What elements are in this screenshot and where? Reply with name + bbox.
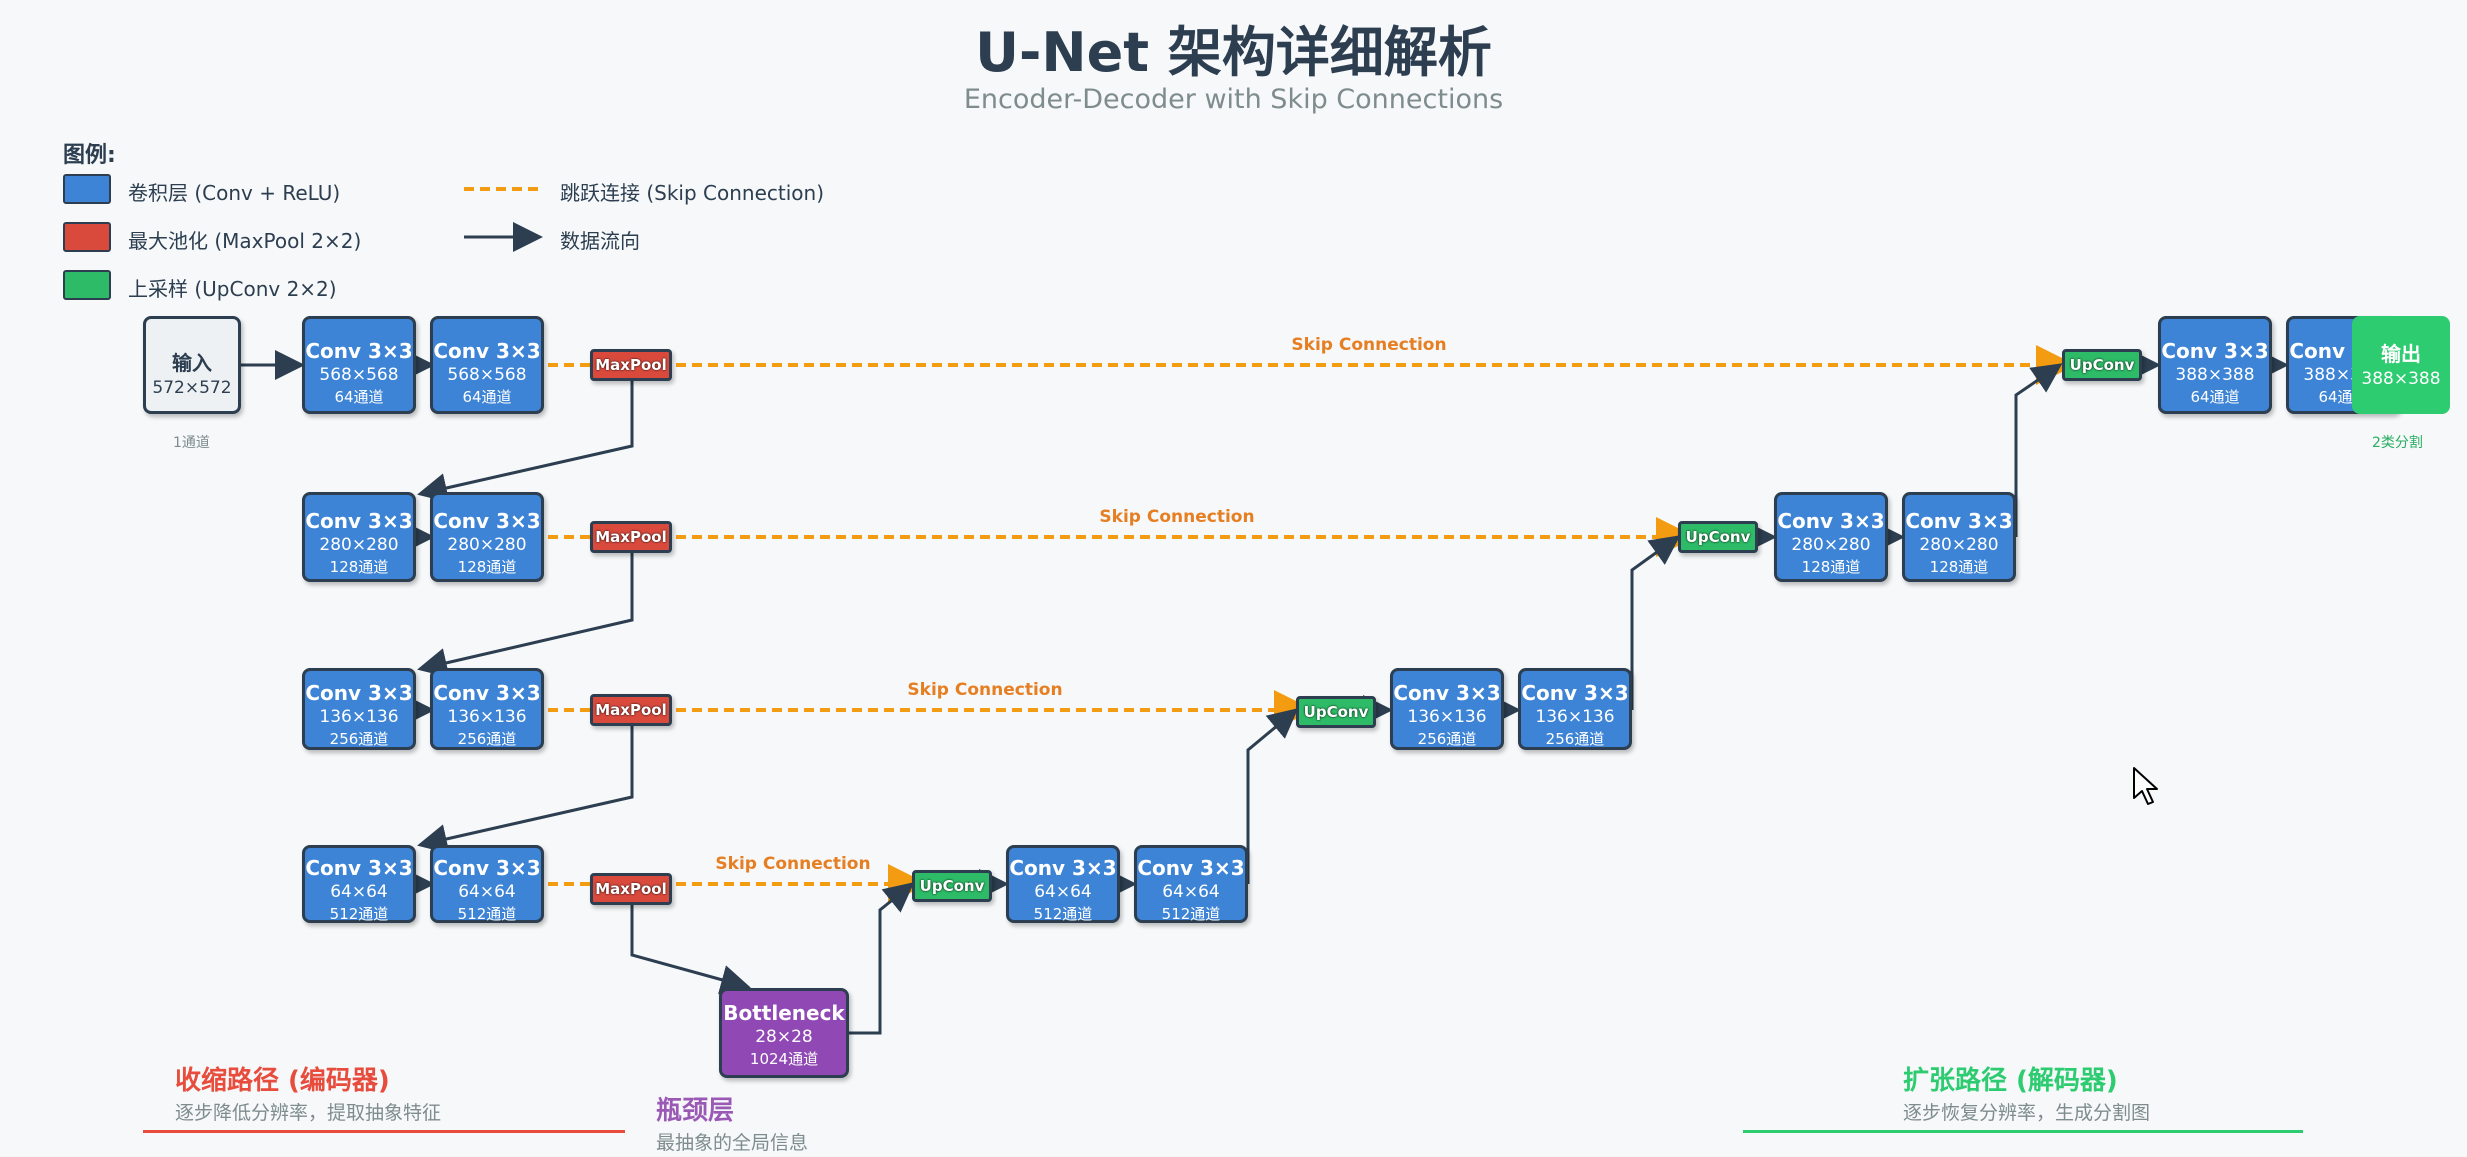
encoder-section-title: 收缩路径 (编码器) xyxy=(175,1066,390,1096)
encoder-section-underline xyxy=(143,1130,625,1133)
legend-skip-label: 跳跃连接 (Skip Connection) xyxy=(560,181,825,205)
page-subtitle: Encoder-Decoder with Skip Connections xyxy=(963,84,1504,115)
bottleneck-section-title: 瓶颈层 xyxy=(656,1096,735,1126)
skip-label-1: Skip Connection xyxy=(1291,335,1447,355)
maxpool-1: MaxPool xyxy=(590,349,672,381)
bottleneck-section-desc: 最抽象的全局信息 xyxy=(656,1132,809,1154)
output-block: 输出 388×388 xyxy=(2352,316,2450,414)
output-title: 输出 xyxy=(2381,342,2421,366)
input-size: 572×572 xyxy=(152,378,232,398)
legend-pool-swatch xyxy=(63,222,111,252)
input-channels-note: 1通道 xyxy=(173,435,210,451)
legend-flow-label: 数据流向 xyxy=(560,229,640,253)
legend-pool-label: 最大池化 (MaxPool 2×2) xyxy=(128,229,362,253)
skip-label-2: Skip Connection xyxy=(1099,507,1255,527)
upconv-4: UpConv xyxy=(912,870,992,902)
legend-up-swatch xyxy=(63,270,111,300)
decoder-section-title: 扩张路径 (解码器) xyxy=(1903,1066,2118,1096)
input-title: 输入 xyxy=(172,351,212,375)
upconv-3: UpConv xyxy=(1296,696,1376,728)
maxpool-4: MaxPool xyxy=(590,873,672,905)
legend-conv-swatch xyxy=(63,174,111,204)
page-title: U-Net 架构详细解析 xyxy=(975,21,1492,84)
legend-up-label: 上采样 (UpConv 2×2) xyxy=(128,277,337,301)
output-classes-note: 2类分割 xyxy=(2372,435,2423,451)
input-block: 输入 572×572 xyxy=(143,316,241,414)
decoder-section-underline xyxy=(1743,1130,2303,1133)
maxpool-3: MaxPool xyxy=(590,694,672,726)
legend-title: 图例: xyxy=(63,143,116,168)
upconv-1: UpConv xyxy=(2062,349,2142,381)
legend-conv-label: 卷积层 (Conv + ReLU) xyxy=(128,181,341,205)
decoder-section-desc: 逐步恢复分辨率，生成分割图 xyxy=(1903,1102,2151,1124)
mouse-cursor-icon xyxy=(2133,767,2158,805)
skip-label-3: Skip Connection xyxy=(907,680,1063,700)
maxpool-2: MaxPool xyxy=(590,521,672,553)
output-size: 388×388 xyxy=(2361,369,2441,389)
skip-label-4: Skip Connection xyxy=(715,854,871,874)
upconv-2: UpConv xyxy=(1678,521,1758,553)
encoder-section-desc: 逐步降低分辨率，提取抽象特征 xyxy=(175,1102,442,1124)
